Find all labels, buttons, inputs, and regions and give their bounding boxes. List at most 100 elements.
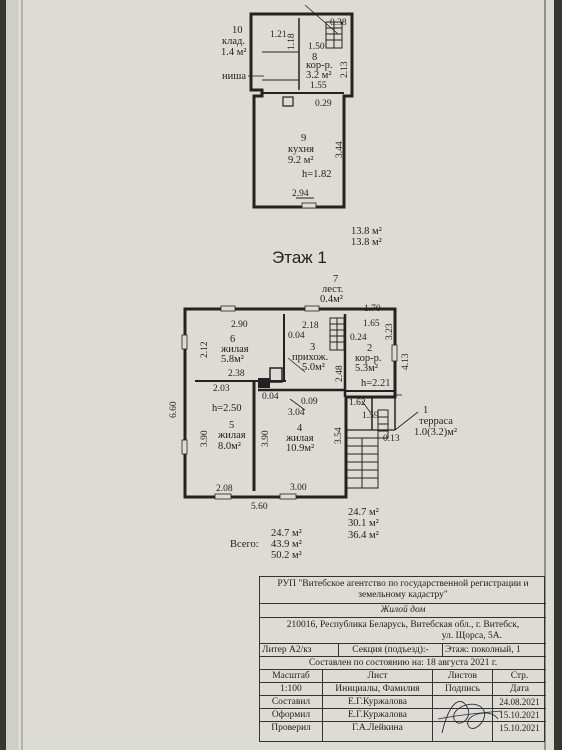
stove bbox=[269, 367, 283, 383]
room-7-area: 0.4м² bbox=[320, 294, 343, 305]
stamp-section: Секция (подъезд):- bbox=[338, 644, 442, 656]
stamp-h-date: Дата bbox=[492, 683, 546, 695]
floor-dim: 4.13 bbox=[401, 353, 411, 370]
room-2-name: кор-р. bbox=[355, 353, 381, 364]
stamp-h-sheet: Лист bbox=[322, 670, 432, 682]
stamp-h-initials: Инициалы, Фамилия bbox=[322, 683, 432, 695]
stamp-role: Составил bbox=[271, 697, 311, 707]
room-7-name: лест. bbox=[322, 284, 343, 295]
room-5-number: 5 bbox=[229, 420, 234, 431]
floor-dim: 0.13 bbox=[383, 434, 400, 444]
attic-room-8-name: кор-р. bbox=[306, 60, 332, 71]
attic-dim: 2.94 bbox=[292, 189, 309, 199]
stamp-h-signature: Подпись bbox=[432, 683, 492, 695]
attic-area-total-1: 13.8 м² bbox=[351, 226, 382, 237]
floor-dim: 2.38 bbox=[228, 369, 245, 379]
stamp-compiled: Составлен по состоянию на: 18 августа 20… bbox=[308, 658, 498, 668]
stamp-role: Проверил bbox=[271, 723, 311, 733]
room-4-area: 10.9м² bbox=[286, 443, 314, 454]
room-4-number: 4 bbox=[297, 423, 303, 434]
stamp-header-row-2: 1:100 Инициалы, Фамилия Подпись Дата bbox=[260, 682, 546, 695]
floor-total-3: 36.4 м² bbox=[348, 530, 379, 541]
grand-total-label: Всего: bbox=[230, 539, 259, 550]
floor-dim: 0.04 bbox=[288, 331, 305, 341]
stamp-floor: Этаж: поколный, 1 bbox=[442, 644, 546, 656]
room-1-name: терраса bbox=[419, 416, 453, 427]
attic-room-10-number: 10 bbox=[232, 25, 243, 36]
floor-dim: 3.00 bbox=[290, 483, 307, 493]
grand-total-2: 43.9 м² bbox=[271, 539, 302, 550]
stamp-person-row: Проверил Г.А.Лейкина 15.10.2021 bbox=[260, 721, 546, 742]
signature-scribble bbox=[437, 701, 503, 734]
attic-niche-label: ниша bbox=[222, 71, 246, 82]
room-4-name: жилая bbox=[285, 433, 314, 444]
floor-dim: 2.90 bbox=[231, 320, 248, 330]
stamp-object: Жилой дом bbox=[380, 605, 426, 615]
attic-dim: 1.50 bbox=[308, 42, 325, 52]
floor-title: Этаж 1 bbox=[272, 248, 327, 267]
floor-dim: 0.04 bbox=[262, 392, 279, 402]
room-6-name: жилая bbox=[220, 344, 249, 355]
stamp-signature bbox=[432, 709, 492, 721]
stamp-signature bbox=[432, 722, 492, 742]
stamp-h-scale: Масштаб bbox=[272, 671, 310, 681]
floor-dim: 2.18 bbox=[302, 321, 319, 331]
attic-dim: 0.29 bbox=[315, 99, 332, 109]
stamp-role: Оформил bbox=[271, 710, 311, 720]
stamp-object-row: Жилой дом bbox=[260, 603, 546, 617]
entrance-stairs bbox=[345, 409, 389, 489]
stamp-scale: 1:100 bbox=[280, 684, 302, 694]
floor-dim: 0.24 bbox=[350, 333, 367, 343]
floor-dim: 3.23 bbox=[385, 323, 395, 340]
attic-dim: 2.13 bbox=[340, 61, 350, 78]
stamp-header-row-1: Масштаб Лист Листов Стр. bbox=[260, 669, 546, 682]
stamp-address-line1: 210016, Республика Беларусь, Витебская о… bbox=[286, 620, 520, 630]
floor-windows bbox=[181, 305, 398, 500]
room-3-number: 3 bbox=[310, 342, 315, 353]
room-1-area: 1.0(3.2)м² bbox=[414, 427, 457, 438]
floor-dim: 3.54 bbox=[334, 427, 344, 444]
grand-total-3: 50.2 м² bbox=[271, 550, 302, 561]
floor-dim: 2.03 bbox=[213, 384, 230, 394]
floor-dim: 3.04 bbox=[288, 408, 305, 418]
floor-dim: 2.48 bbox=[335, 365, 345, 382]
floor-total-2: 30.1 м² bbox=[348, 518, 379, 529]
attic-area-total-2: 13.8 м² bbox=[351, 237, 382, 248]
room-6-area: 5.8м² bbox=[221, 354, 244, 365]
stamp-org-line2: земельному кадастру" bbox=[358, 590, 448, 600]
floor-dim: 1.65 bbox=[363, 319, 380, 329]
attic-dim: 3.44 bbox=[335, 141, 345, 158]
room-5-name: жилая bbox=[217, 430, 246, 441]
floor-height-2: h=2.21 bbox=[361, 378, 391, 389]
floor-1-plan bbox=[183, 307, 397, 499]
attic-room-8-area: 3.2 м² bbox=[306, 70, 332, 81]
inner-stairs bbox=[329, 317, 345, 351]
stamp-org-row: РУП "Витебское агентство по государствен… bbox=[260, 577, 546, 603]
room-3-area: 5.0м² bbox=[302, 362, 325, 373]
floor-dim: 6.60 bbox=[169, 401, 179, 418]
document-sheet: 10 клад. 1.4 м² ниша 8 кор-р. 3.2 м² 9 к… bbox=[6, 0, 554, 750]
floor-dim: 3.90 bbox=[261, 430, 271, 447]
stamp-address-line2: ул. Щорса, 5А. bbox=[441, 631, 502, 641]
room-3-name: прихож. bbox=[292, 352, 328, 363]
attic-chimney bbox=[282, 96, 294, 107]
grand-total-1: 24.7 м² bbox=[271, 528, 302, 539]
attic-dim: 1.55 bbox=[310, 81, 327, 91]
stamp-person-name: Е.Г.Куржалова bbox=[322, 709, 432, 721]
attic-dim: 1.21 bbox=[270, 30, 287, 40]
attic-room-10-name: клад. bbox=[222, 36, 245, 47]
floor-dim: 2.12 bbox=[200, 341, 210, 358]
room-2-area: 5.3м² bbox=[355, 363, 378, 374]
stamp-liter: Литер А2/кз bbox=[262, 645, 312, 655]
room-7-number: 7 bbox=[333, 274, 338, 285]
stamp-h-sheets: Листов bbox=[432, 670, 492, 682]
stamp-person-row: Составил Е.Г.Куржалова 24.08.2021 bbox=[260, 695, 546, 708]
stamp-date: 24.08.2021 bbox=[492, 696, 546, 708]
stamp-signature bbox=[432, 696, 492, 708]
floor-dim: 0.09 bbox=[301, 397, 318, 407]
title-stamp: РУП "Витебское агентство по государствен… bbox=[259, 576, 546, 742]
attic-room-9-number: 9 bbox=[301, 133, 306, 144]
room-2-number: 2 bbox=[367, 343, 372, 354]
attic-room-8-number: 8 bbox=[312, 52, 317, 63]
stamp-person-name: Е.Г.Куржалова bbox=[322, 696, 432, 708]
